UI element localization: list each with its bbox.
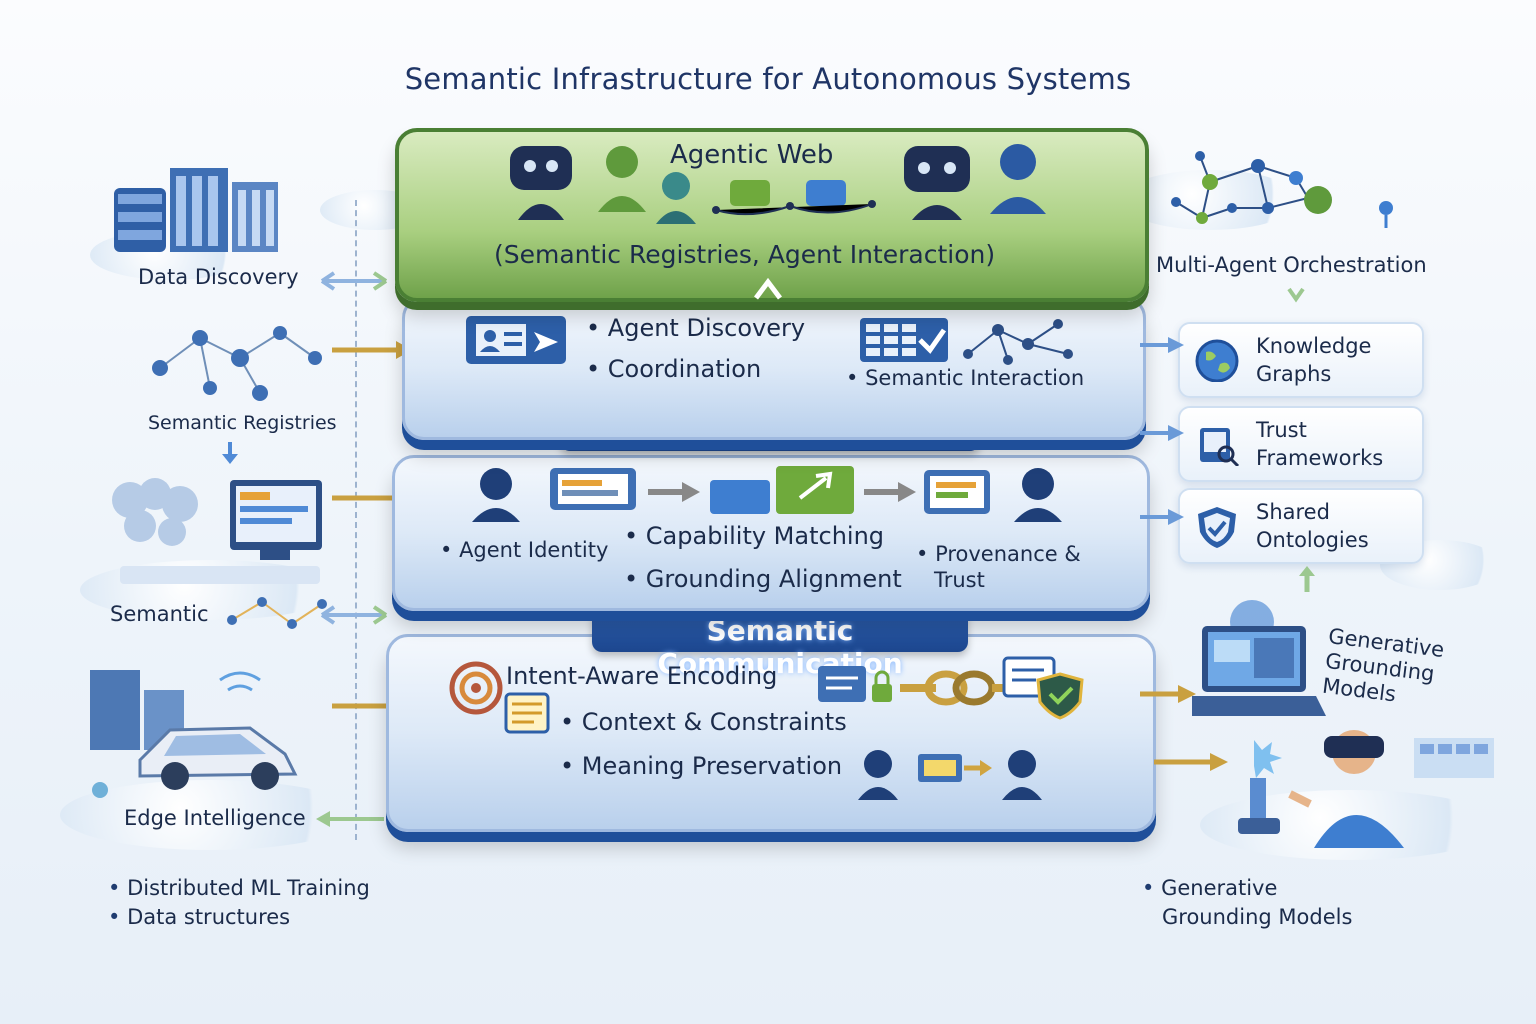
agentic-web-title: Agentic Web <box>670 140 834 170</box>
small-network-icon <box>227 597 327 629</box>
network-graph-icon <box>152 326 322 401</box>
semantic-communication-band: Semantic Communication <box>592 608 968 680</box>
context-constraints-label: Context & Constraints <box>560 708 847 736</box>
semantic-registries-label: Semantic Registries <box>148 412 337 434</box>
id-card-icon <box>466 316 566 364</box>
left-bullet: Data structures <box>108 905 290 929</box>
arrow-left-icon <box>316 811 384 827</box>
grounding-alignment-label: Grounding Alignment <box>624 565 902 593</box>
vr-robot-icon <box>1238 730 1494 848</box>
encrypted-transfer-icon <box>818 656 1084 720</box>
chevron-down-icon <box>1287 287 1305 303</box>
coordination-label: Coordination <box>586 355 761 383</box>
capability-flow-icon <box>472 466 1062 522</box>
document-search-icon <box>1200 428 1240 466</box>
arrow-up-icon <box>754 278 782 300</box>
double-arrow-icon <box>320 271 388 291</box>
edge-intelligence-label: Edge Intelligence <box>124 806 306 830</box>
agent-identity-label: Agent Identity <box>440 538 608 562</box>
left-bullet: Distributed ML Training <box>108 876 370 900</box>
grid-check-network-icon <box>860 318 1073 365</box>
agentic-web-subtitle: (Semantic Registries, Agent Interaction) <box>494 240 996 269</box>
meaning-preservation-label: Meaning Preservation <box>560 752 842 780</box>
server-icon <box>114 168 278 252</box>
arrow-up-icon <box>1299 566 1315 592</box>
laptop-icon <box>1192 600 1326 716</box>
arrow-right-icon <box>1154 753 1228 771</box>
right-bullet-continuation: Grounding Models <box>1162 905 1353 929</box>
arrow-down-icon <box>222 442 238 464</box>
page-title: Semantic Infrastructure for Autonomous S… <box>404 62 1132 96</box>
car-city-icon <box>90 670 298 798</box>
multi-agent-orchestration-label: Multi-Agent Orchestration <box>1156 253 1427 277</box>
agent-discovery-label: Agent Discovery <box>586 314 805 342</box>
divider-line <box>355 200 357 840</box>
arrow-right-icon <box>1140 685 1196 703</box>
semantic-interaction-label: Semantic Interaction <box>846 366 1084 390</box>
provenance-label: Provenance & <box>916 542 1081 566</box>
arrow-right-icon <box>1140 509 1184 525</box>
arrow-right-icon <box>1140 425 1184 441</box>
agents-network-icon <box>510 144 1046 224</box>
trust-label: Trust <box>934 568 985 592</box>
intent-aware-encoding-label: Intent-Aware Encoding <box>506 662 778 690</box>
data-discovery-label: Data Discovery <box>138 265 299 289</box>
target-document-icon <box>449 661 550 734</box>
right-bullet: Generative <box>1142 876 1277 900</box>
double-arrow-icon <box>320 605 388 625</box>
semantic-label: Semantic <box>110 602 209 626</box>
semantic-communication-title: Semantic Communication <box>657 614 903 680</box>
globe-icon <box>1195 339 1239 382</box>
computer-dashboard-icon <box>112 478 322 584</box>
capability-matching-label: Capability Matching <box>624 522 884 550</box>
arrow-right-icon <box>1140 337 1184 353</box>
agent-message-exchange-icon <box>858 750 1042 800</box>
orchestration-network-icon <box>1171 151 1393 228</box>
shield-check-icon <box>1198 507 1236 548</box>
cloud-decoration <box>60 780 360 850</box>
